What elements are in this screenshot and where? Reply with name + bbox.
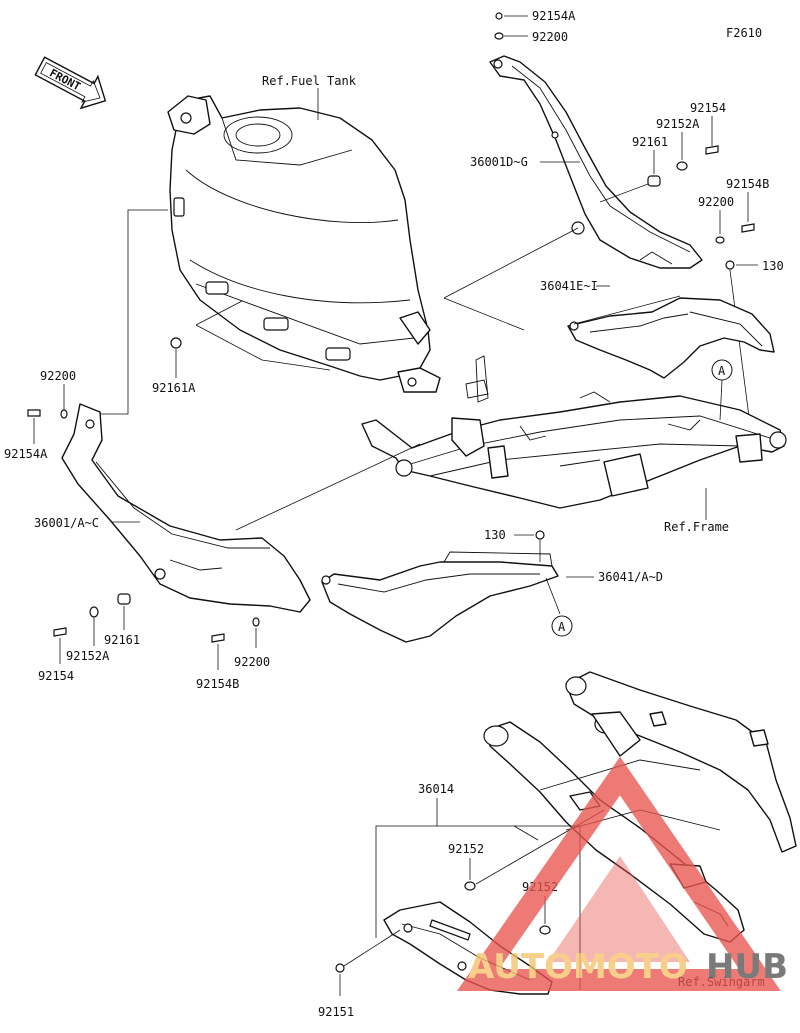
watermark-logo: AUTOMOTO HUB — [456, 756, 788, 991]
label-92151: 92151 — [318, 1005, 354, 1019]
callout-a-bottom — [551, 615, 573, 637]
bolt-92154A-top — [495, 12, 503, 20]
label-130-top: 130 — [762, 259, 784, 273]
bolt-92151 — [335, 963, 345, 973]
label-92154-right: 92154 — [690, 101, 726, 115]
label-36014: 36014 — [418, 782, 454, 796]
label-92154A-left: 92154A — [4, 447, 48, 461]
inner-cover-36041E-I — [567, 297, 775, 379]
label-36001D-G: 36001D~G — [470, 155, 528, 169]
frame — [361, 355, 787, 509]
callout-a-bottom-letter: A — [558, 620, 566, 634]
front-arrow-icon: FRONT — [34, 56, 107, 110]
washer-92152A-right — [676, 161, 688, 171]
inner-cover-36041-A-D — [321, 551, 559, 643]
label-130-mid: 130 — [484, 528, 506, 542]
label-92200-right: 92200 — [698, 195, 734, 209]
washer-92200-right — [715, 236, 725, 244]
washer-92200-bottom — [252, 617, 260, 627]
label-92152A-left: 92152A — [66, 649, 110, 663]
label-92154B-right: 92154B — [726, 177, 769, 191]
cover-36001-A-C — [61, 403, 311, 613]
washer-92152A-left — [89, 606, 99, 618]
label-92154A-top: 92154A — [532, 9, 576, 23]
figure-code: F2610 — [726, 26, 762, 40]
label-92161A: 92161A — [152, 381, 196, 395]
label-92200-left: 92200 — [40, 369, 76, 383]
watermark-text-dark: HUB — [706, 947, 788, 987]
washer-92200-left — [60, 409, 68, 419]
callout-a-top-letter: A — [718, 364, 726, 378]
label-36001-A-C: 36001/A~C — [34, 516, 99, 530]
bolt-92154-right — [705, 145, 719, 155]
cover-36001D-G — [489, 55, 703, 269]
ref-frame: Ref.Frame — [664, 520, 729, 534]
fuel-tank — [167, 95, 441, 393]
bolt-92154-left — [53, 627, 67, 637]
grommet-92161-left — [117, 593, 131, 605]
grommet-92161A — [170, 337, 182, 349]
grommet-92161-right — [647, 175, 661, 187]
label-92161-left: 92161 — [104, 633, 140, 647]
bolt-92154B-right — [741, 223, 755, 233]
watermark-text-light: AUTOMOTO — [468, 947, 688, 987]
ref-fuel-tank: Ref.Fuel Tank — [262, 74, 357, 88]
bolt-92154B-left — [211, 633, 225, 643]
label-92200-top: 92200 — [532, 30, 568, 44]
label-92154B-left: 92154B — [196, 677, 239, 691]
label-92154-left: 92154 — [38, 669, 74, 683]
bolt-92154A-left — [27, 409, 41, 417]
label-92161-right: 92161 — [632, 135, 668, 149]
label-36041E-I: 36041E~I — [540, 279, 598, 293]
screw-130-mid — [535, 530, 545, 540]
label-92200-bottom: 92200 — [234, 655, 270, 669]
label-36041-A-D: 36041/A~D — [598, 570, 663, 584]
label-92152A-right: 92152A — [656, 117, 700, 131]
screw-130-top — [725, 260, 735, 270]
label-92152-a: 92152 — [448, 842, 484, 856]
washer-92152-b — [539, 925, 551, 935]
washer-92200-top — [494, 32, 504, 40]
washer-92152-a — [464, 881, 476, 891]
